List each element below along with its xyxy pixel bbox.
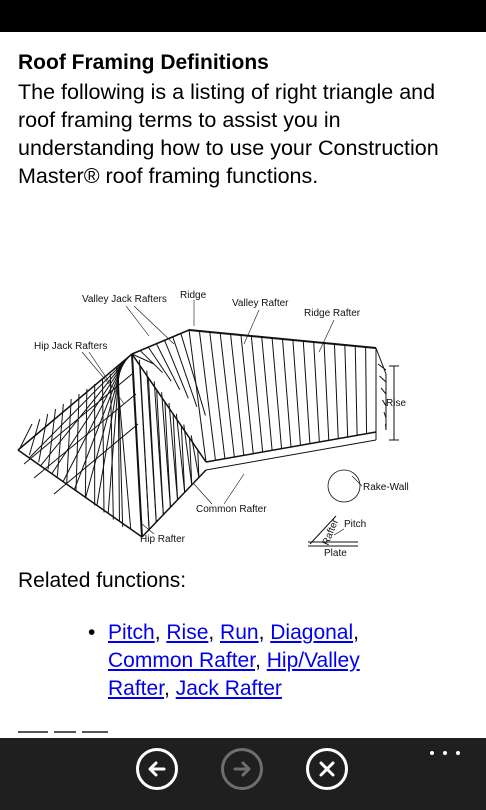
bullet: • [88,621,96,644]
link-diagonal[interactable]: Diagonal [270,621,354,644]
label-pitch: Pitch [344,519,366,530]
more-button[interactable] [430,748,460,758]
link-rise[interactable]: Rise [166,621,209,644]
intro-paragraph: The following is a listing of right tria… [18,80,439,188]
label-plate: Plate [324,548,347,559]
label-ridge-rafter: Ridge Rafter [304,308,361,319]
label-rise: Rise [386,398,406,409]
link-run[interactable]: Run [220,621,259,644]
forward-button[interactable] [221,748,263,790]
link-jack-rafter[interactable]: Jack Rafter [175,677,282,700]
label-valley-rafter: Valley Rafter [232,298,289,309]
label-rafter: Rafter [321,517,342,547]
content-area: Roof Framing Definitions The following i… [0,32,486,738]
arrow-left-icon [148,761,166,777]
related-functions-item: •Pitch, Rise, Run, Diagonal, Common Raft… [88,621,360,700]
status-bar [0,0,486,32]
link-pitch[interactable]: Pitch [108,621,155,644]
page-title: Roof Framing Definitions [18,51,269,74]
arrow-right-icon [233,761,251,777]
label-rake-wall: Rake-Wall [363,482,409,493]
clipped-text-fragment [18,731,118,738]
related-functions-heading: Related functions: [18,569,187,592]
label-hip-rafter: Hip Rafter [140,534,186,545]
label-ridge: Ridge [180,290,207,301]
roof-framing-diagram: Valley Jack Rafters Ridge Valley Rafter … [17,290,409,559]
app-bar [0,738,486,810]
more-icon [430,751,434,755]
link-hip-valley-rafter[interactable]: Hip/Valley Rafter [108,649,360,700]
close-button[interactable] [306,748,348,790]
related-functions-list: •Pitch, Rise, Run, Diagonal, Common Raft… [88,619,418,703]
link-common-rafter[interactable]: Common Rafter [108,649,256,672]
label-common-rafter: Common Rafter [196,504,267,515]
label-valley-jack-rafters: Valley Jack Rafters [82,294,167,305]
close-icon [319,761,335,777]
back-button[interactable] [136,748,178,790]
label-hip-jack-rafters: Hip Jack Rafters [34,341,107,352]
